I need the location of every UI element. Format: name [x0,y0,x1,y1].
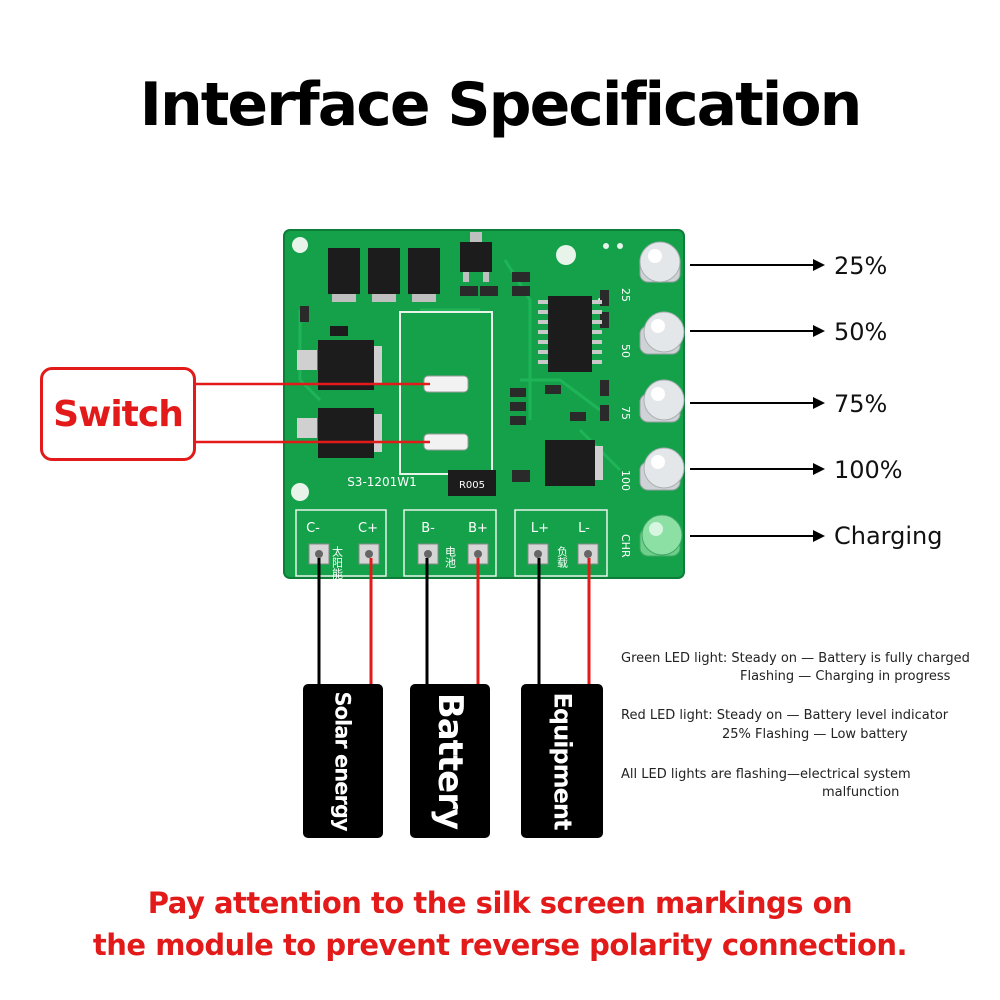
terminal-l-minus: L- [578,521,590,536]
led-mark-chr: CHR [619,534,632,558]
solar-energy-tag: Solar energy [303,684,383,838]
battery-tag: Battery [410,684,490,838]
led-mark-25: 25 [619,288,632,302]
switch-callout: Switch [40,367,196,461]
resistor-label: R005 [459,480,485,491]
ic-chip [548,296,592,372]
led-group [639,241,685,557]
diode-group [328,248,440,302]
green-led-note-1: Green LED light: Steady on — Battery is … [621,651,970,666]
led-mark-50: 50 [619,344,632,358]
led-label-75: 75% [834,390,888,418]
terminal-b-minus: B- [421,521,435,536]
mosfet-group [297,326,382,458]
switch-pad-1 [423,375,469,393]
led-50 [639,311,685,355]
equipment-tag: Equipment [521,684,603,838]
switch-label: Switch [53,393,184,435]
terminal-cn-battery: 电池 [444,546,457,568]
green-led-note-2: Flashing — Charging in progress [740,669,951,684]
terminal-c-plus: C+ [358,521,378,536]
via [603,243,609,249]
all-led-note-1: All LED lights are flashing—electrical s… [621,767,911,782]
page-title: Interface Specification [139,70,863,140]
led-100 [639,447,685,491]
solar-energy-label: Solar energy [331,691,356,831]
switch-pad-2 [423,433,469,451]
terminal-cn-load: 负载 [556,545,569,568]
mounting-hole [291,483,309,501]
mounting-hole [292,237,308,253]
equipment-label: Equipment [548,692,577,830]
red-led-note-1: Red LED light: Steady on — Battery level… [621,708,949,723]
led-label-charging: Charging [834,522,943,550]
led-label-25: 25% [834,252,888,280]
terminal-c-minus: C- [306,521,320,536]
terminal-b-plus: B+ [468,521,488,536]
all-led-note-2: malfunction [822,785,900,800]
battery-label: Battery [430,692,471,830]
led-75 [639,379,685,423]
warning-line-2: the module to prevent reverse polarity c… [92,928,908,962]
via [617,243,623,249]
led-mark-75: 75 [619,406,632,420]
model-label: S3-1201W1 [347,475,417,489]
warning-line-1: Pay attention to the silk screen marking… [147,886,853,920]
red-led-note-2: 25% Flashing — Low battery [722,727,908,742]
led-25 [639,241,681,283]
terminal-l-plus: L+ [531,521,549,536]
mounting-hole [556,245,576,265]
terminal-cn-solar: 太阳能 [331,546,344,580]
led-label-50: 50% [834,318,888,346]
led-charging [639,514,683,557]
led-label-100: 100% [834,456,903,484]
led-mark-100: 100 [619,470,632,491]
